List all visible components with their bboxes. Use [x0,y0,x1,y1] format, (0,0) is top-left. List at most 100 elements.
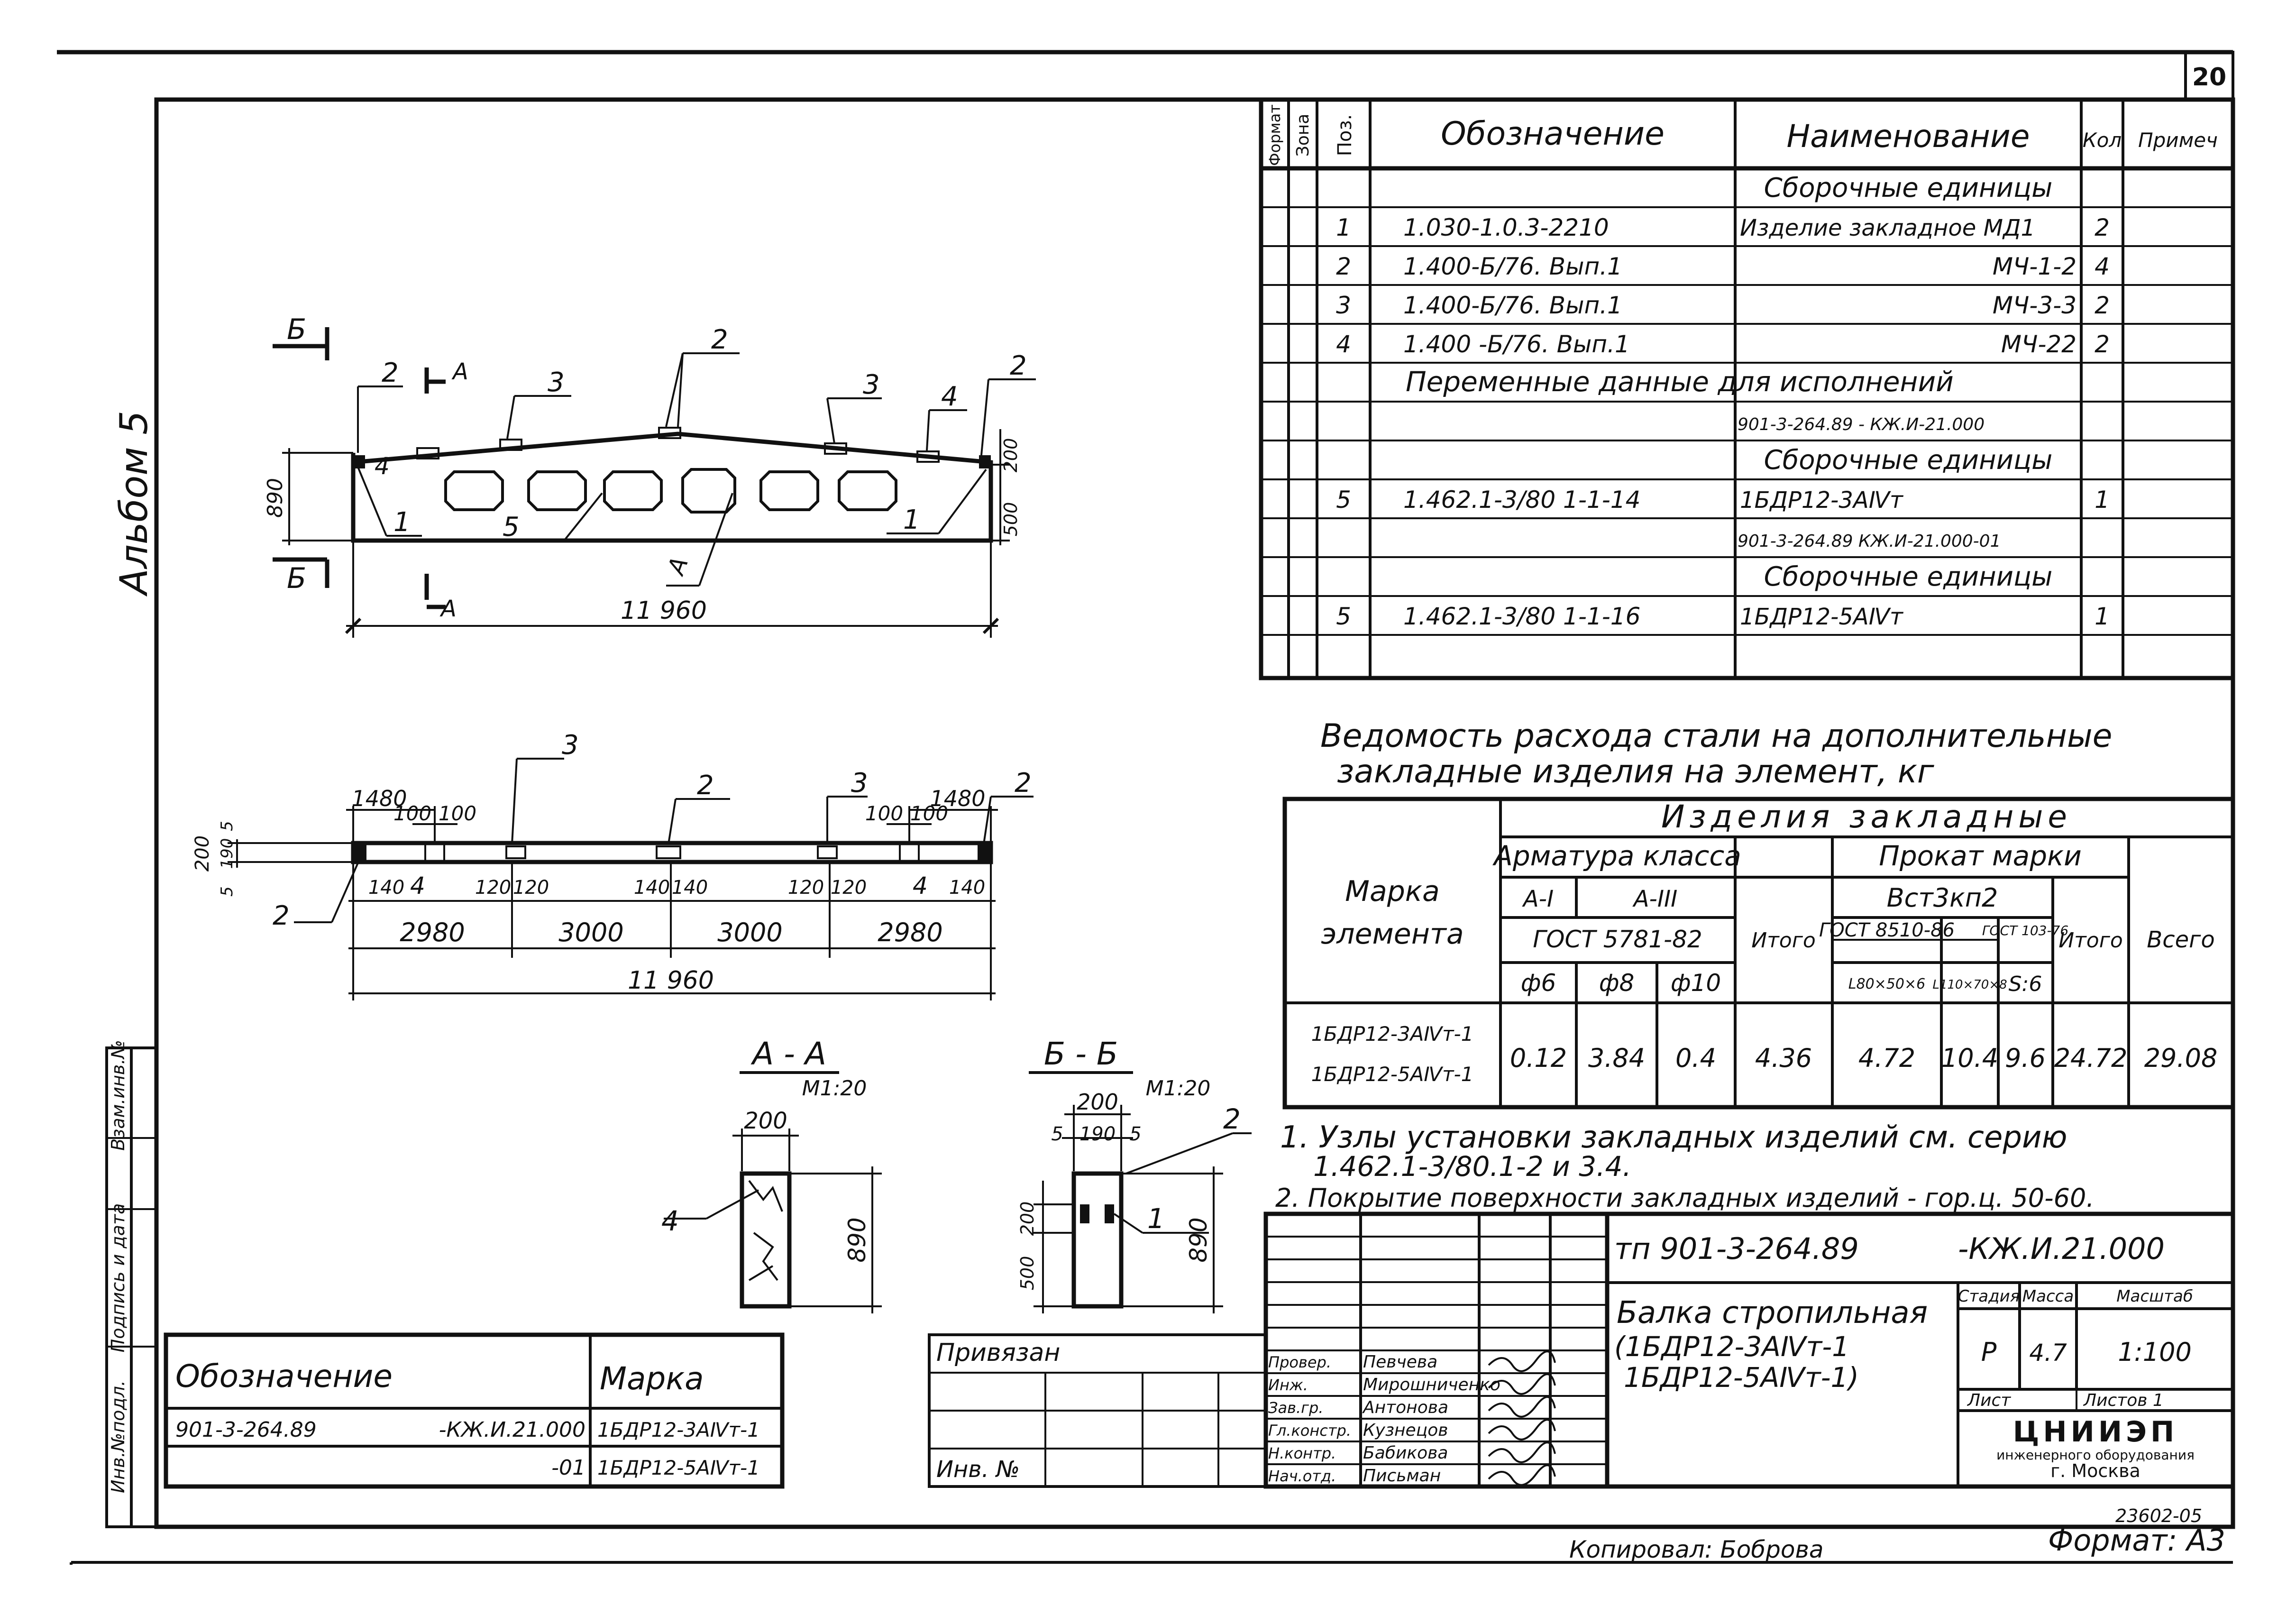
steel-title-2: закладные изделия на элемент, кг [1337,753,1935,790]
spec-name: 1БДР12-3АⅣт [1740,487,1904,514]
tb-code: тп 901-3-264.89 [1614,1231,1859,1266]
plan-span-dim: 3000 [558,918,623,947]
spec-pos: 5 [1336,486,1351,514]
plan-left-200: 200 [192,835,213,872]
spec-qty: 1 [2095,486,2110,514]
steel-title-1: Ведомость расхода стали на дополнительны… [1320,717,2113,755]
mark-header-mark: Марка [600,1360,704,1397]
steel-group-main: Изделия закладные [1661,798,2072,835]
beam-opening [759,470,819,511]
spec-designation: 1.400 -Б/76. Вып.1 [1403,330,1630,358]
tb-org-3: г. Москва [2050,1460,2140,1481]
mark-row1-doc: -КЖ.И.21.000 [439,1418,585,1442]
section-bb-title: Б - Б [1044,1036,1118,1072]
spec-pos: 2 [1336,253,1351,280]
section-aa-callout: 4 [661,1205,679,1237]
cut-a-top: А [451,358,468,385]
beam-opening [527,470,587,511]
plan-callout-2-mid: 2 [697,770,714,801]
album-label: Альбом 5 [112,411,156,597]
embed-4-left [416,447,439,459]
section-aa-height: 890 [843,1217,871,1262]
beam-opening [444,470,504,511]
plan-dim-1480-right: 1480 [930,786,985,811]
signature-mark [1488,1419,1556,1440]
tb-person: Певчева [1363,1352,1437,1372]
spec-qty: 2 [2095,330,2110,358]
plan-callout-2-left: 2 [273,900,290,931]
tb-stage-header: Стадия [1958,1287,2020,1306]
tb-name-2: (1БДР12-3АⅣт-1 [1614,1330,1849,1363]
tb-person: Кузнецов [1363,1421,1448,1440]
spec-header-pos: Поз. [1334,114,1356,156]
spec-name: Сборочные единицы [1764,445,2053,476]
section-bb-left-200: 200 [1017,1202,1038,1236]
tb-role: Гл.констр. [1268,1422,1351,1440]
plan-span-dim: 2980 [400,918,465,947]
steel-dia-10: ф10 [1671,969,1721,997]
spec-pos: 3 [1336,292,1351,319]
section-aa-width: 200 [744,1108,787,1134]
cut-b-top: Б [287,313,306,346]
mark-row2-doc: -01 [551,1456,585,1480]
elev-callout-2-left: 2 [382,358,399,388]
section-a-a: А - А М1:20 200 890 4 [661,1036,882,1313]
beam-opening [838,470,897,511]
tb-role: Нач.отд. [1268,1467,1336,1485]
steel-gost-103: ГОСТ 103-76 [1982,923,2068,938]
steel-value: 9.6 [2005,1043,2046,1073]
plan-left-5-a: 5 [218,886,237,897]
steel-class-a1: А-I [1522,886,1554,912]
spec-designation: 1.030-1.0.3-2210 [1403,214,1609,241]
steel-value: 10.4 [1941,1043,1998,1073]
steel-element-word-1: Марка [1345,875,1440,908]
steel-value: 29.08 [2144,1043,2218,1073]
elev-callout-1-left: 1 [393,507,411,538]
steel-value: 4.72 [1858,1043,1915,1073]
plan-small-dim: 140 [949,877,985,899]
stamp-sign-date: Подпись и дата [108,1203,128,1353]
section-aa-scale: М1:20 [802,1076,867,1101]
section-bb-5-right: 5 [1129,1123,1141,1145]
plan-small-dim: 140 [672,877,708,899]
spec-header-format: Формат [1266,104,1284,166]
note-2: 2. Покрытие поверхности закладных издели… [1275,1183,2095,1213]
tb-mass-header: Масса [2022,1287,2074,1306]
footer-ref: 23602-05 [2115,1505,2202,1526]
tb-person: Бабикова [1363,1443,1448,1463]
stamp-inv-no: Инв.№подл. [108,1380,128,1493]
steel-element-1: 1БДР12-3АⅣт-1 [1311,1022,1474,1046]
plan-total-dim: 11 960 [628,966,714,995]
plan-callout-2-right: 2 [1015,768,1032,798]
plan-dim-100-d: 100 [910,802,948,825]
mark-table: Обозначение Марка 901-3-264.89 -КЖ.И.21.… [164,1332,785,1489]
spec-header-note: Примеч [2138,128,2218,152]
spec-name: 901-3-264.89 КЖ.И-21.000-01 [1738,532,2001,551]
section-bb-left-500: 500 [1017,1256,1038,1291]
spec-qty: 2 [2095,214,2110,241]
steel-grade: Вст3кп2 [1887,883,1998,913]
plan-dim-1480-left: 1480 [351,786,407,811]
spec-name: Сборочные единицы [1764,173,2053,203]
steel-value: 3.84 [1588,1043,1645,1073]
steel-element-word-2: элемента [1321,918,1464,951]
plan-small-dim: 120 [475,877,511,899]
beam-elevation: 11 960 890 200 500 Б Б А А [263,313,1036,638]
section-b-b: Б - Б М1:20 200 5 190 5 890 200 500 2 1 [1017,1036,1252,1313]
plan-left-190: 190 [218,838,237,869]
steel-value: 4.36 [1755,1043,1812,1073]
plan-small-dim: 120 [513,877,549,899]
steel-group-rolled: Прокат марки [1879,840,2082,872]
steel-dia-8: ф8 [1599,969,1635,997]
cut-b-bottom: Б [287,562,306,595]
steel-group-rebar: Арматура класса [1492,840,1741,872]
spec-qty: 4 [2095,253,2110,280]
plan-small-dim: 120 [831,877,867,899]
plan-callout-4-right: 4 [913,872,928,899]
elev-length-dim: 11 960 [621,596,707,625]
plan-small-dim: 140 [368,877,404,899]
plan-dim-100-c: 100 [865,802,903,825]
embed-4-right [916,450,940,463]
steel-dia-6: ф6 [1521,969,1556,997]
